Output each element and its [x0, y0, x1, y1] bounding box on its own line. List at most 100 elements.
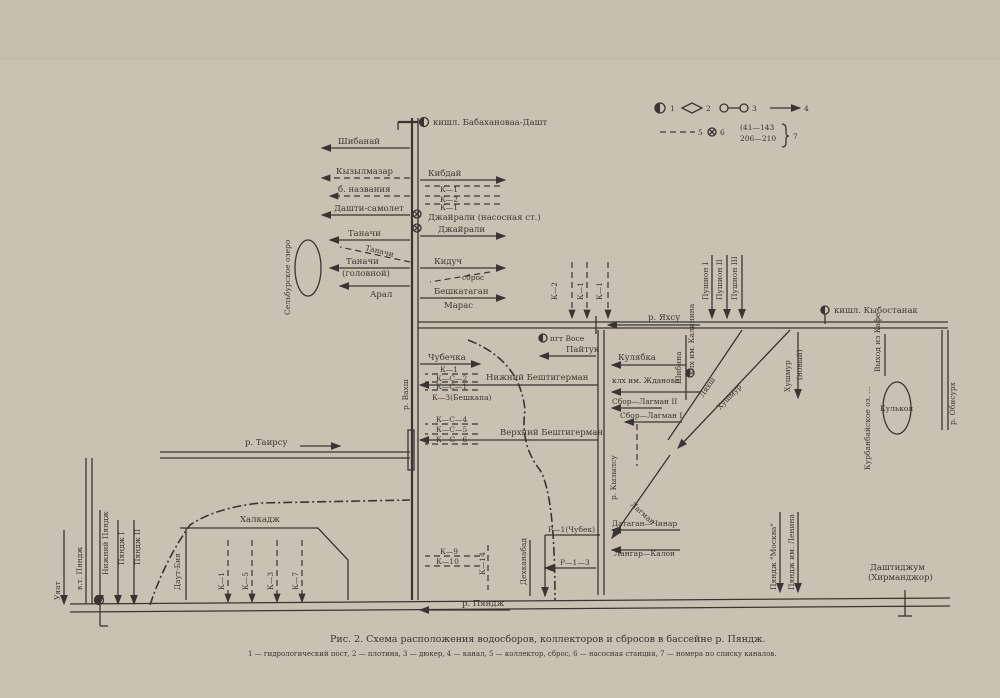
label-sw-k7: К—7 — [291, 572, 300, 590]
legend-num-7: 7 — [793, 132, 798, 141]
label-pyandzh-2: Пяндж II — [133, 529, 142, 565]
label-pyandzh-moskva: Пяндж "Москва" — [769, 523, 778, 590]
label-pushion-3: Пушион III — [730, 256, 739, 300]
label-sbor-lagman-1: Сбор—Лагман I — [620, 411, 682, 420]
label-sw-k5: К—5 — [241, 572, 250, 590]
label-kc1: К—С—1 — [436, 382, 467, 391]
label-kulkol: Кулькол — [880, 404, 913, 413]
label-r1-3: Р—1—3 — [560, 558, 590, 567]
river-tairsu: р. Таирсу — [160, 438, 410, 459]
left-branches: Шибанай Кызылмазар б. названия Дашти-сам… — [283, 136, 411, 315]
label-r1-chubek: Р—1(Чубек) — [548, 525, 595, 534]
label-dekhkanabad: Дехканабад — [519, 538, 528, 585]
legend-num-2: 2 — [706, 104, 711, 113]
label-kc2: К—С—2 — [436, 374, 468, 383]
pump-station-icon-2 — [412, 223, 422, 233]
label-tanachi-golovnoi: (головной) — [342, 268, 390, 279]
label-top-k-1: К—1 — [595, 282, 604, 300]
legend-range-b: 206—210 — [740, 134, 776, 143]
label-babakhanova: кишл. Бабахановаа-Дашт — [433, 117, 547, 128]
right-branches: Кибдай К—1 К—2 К—1 Джайрали (насосная ст… — [420, 168, 541, 311]
label-pushion-1: Пушион I — [701, 262, 710, 300]
legend-range-a: (41—143 — [740, 123, 775, 132]
label-obisurkh: р. Обисурх — [948, 381, 957, 425]
label-aral: Арал — [370, 290, 393, 300]
label-sw-k3: К—3 — [266, 572, 275, 590]
label-shibanai: Шибанай — [338, 136, 380, 147]
label-kulyabka: Кулябка — [618, 352, 656, 363]
legend-num-3: 3 — [752, 104, 757, 113]
label-pyandzh-1: Пяндж I — [117, 532, 126, 565]
label-k1c: К—1 — [440, 365, 458, 374]
label-kc4: К—С—4 — [436, 415, 468, 424]
label-tanachi: Таначи — [348, 229, 381, 239]
label-uyat: Уяат — [53, 581, 62, 600]
label-selbur-lake: Сельбурское озеро — [283, 239, 292, 315]
label-k2-top: К—2 — [440, 195, 458, 204]
label-khushmur-new: (новый) — [795, 349, 804, 380]
trunk-gate — [407, 429, 415, 471]
label-k1b-top: К—1 — [440, 203, 458, 212]
label-yakhsu: р. Яхсу — [648, 313, 680, 323]
label-vose: пгт Восе — [550, 334, 585, 343]
label-top-k2: К—2 — [550, 282, 559, 300]
top-inflows: К—2 К—1 К—1 Пушион I Пушион II Пушион II… — [550, 255, 746, 320]
label-beshkatagan: Бешкатаган — [434, 287, 489, 297]
lower-trunk-branches: Чубечка К—1 К—С—2 К—С—1 К—3(Бешкапа) К—С… — [418, 345, 603, 590]
label-dzhairali-ns: Джайрали (насосная ст.) — [428, 212, 541, 223]
legend-num-4: 4 — [804, 104, 809, 113]
label-sbor-lagman-2: Сбор—Лагман II — [612, 397, 677, 406]
label-langar-kalon: Лангар—Калон — [614, 549, 675, 558]
river-kyzylsu: р. Кызылсу — [597, 330, 618, 595]
label-k10: К—10 — [436, 557, 459, 566]
label-sbros: сброс — [462, 273, 484, 282]
river-pyandzh: р. Пяндж Даштиджум (Хирманджор) — [69, 563, 951, 627]
label-maras: Марас — [444, 301, 473, 311]
label-khushmur-a: Хушмур — [783, 360, 792, 392]
selbur-lake — [294, 239, 322, 297]
label-pyandzh-lenina: Пяндж им. Ленина — [787, 514, 796, 590]
legend: 1 2 3 4 5 6 (41—143 206—210 7 — [654, 102, 809, 148]
label-vakhsh-vertical: р. Вахш — [401, 379, 410, 410]
label-dashtidzhum: Даштиджум — [870, 563, 925, 573]
lake-kulkol — [882, 381, 912, 435]
label-khirmandzhor: (Хирманджор) — [868, 572, 933, 583]
label-klkh-zhdanova: клх им. Жданова — [612, 376, 680, 385]
label-dashti-samolet: Дашти-самолет — [334, 204, 404, 214]
label-nizhny-pyandzh: Нижний Пяндж — [101, 511, 110, 575]
canal-khalkadzh — [180, 527, 349, 600]
caption: Рис. 2. Схема расположения водосборов, к… — [248, 634, 777, 658]
paper-shadow — [0, 0, 1000, 60]
label-k1-top: К—1 — [440, 185, 458, 194]
label-pushion-2: Пушион II — [715, 259, 724, 300]
label-klkh-kalinina: клх им. Калинина — [687, 303, 696, 375]
label-bez-nazv: б. названия — [338, 184, 390, 195]
legend-dam-icon — [680, 102, 704, 114]
label-kyzylmazar: Кызылмазар — [336, 167, 394, 177]
watershed-boundary-1 — [467, 339, 556, 601]
label-nizhny-beshtigerman: Нижний Бештигерман — [486, 373, 589, 383]
label-kurban-lake: Курбанбайское оз. ... — [863, 386, 872, 470]
label-vykhod-iz: Выход из Кафе — [873, 312, 882, 372]
canal-khushmur — [677, 329, 791, 449]
legend-pump-icon — [707, 127, 717, 137]
label-top-k1: К—1 — [576, 282, 585, 300]
east-tributaries: Кулябка клх им. Жданова Шибина клх им. К… — [519, 303, 957, 598]
label-chubechka: Чубечка — [428, 352, 466, 363]
label-k3-beshkapa: К—3(Бешкапа) — [432, 393, 492, 402]
label-kibdai: Кибдай — [428, 168, 462, 179]
label-kyzylsu: р. Кызылсу — [609, 455, 618, 500]
watershed-boundary-2 — [149, 499, 411, 606]
label-kishlak-east: кишл. Кыбостанак — [834, 305, 919, 316]
river-yakhsu: р. Яхсу пгт Восе кишл. Кыбостанак — [418, 305, 948, 343]
legend-num-5: 5 — [698, 128, 703, 137]
label-daut-biya: Даут-Бия — [173, 553, 182, 590]
legend-num-6: 6 — [720, 128, 725, 137]
pump-station-icon-1 — [412, 209, 422, 219]
caption-title: Рис. 2. Схема расположения водосборов, к… — [330, 634, 766, 645]
label-pyandzh: р. Пяндж — [462, 599, 505, 609]
label-k9: К—9 — [440, 547, 458, 556]
southwest-section: Халкадж Даут-Бия К—1 К—5 К—3 К—7 Уяат в.… — [53, 458, 349, 606]
label-tairsu: р. Таирсу — [245, 438, 287, 448]
